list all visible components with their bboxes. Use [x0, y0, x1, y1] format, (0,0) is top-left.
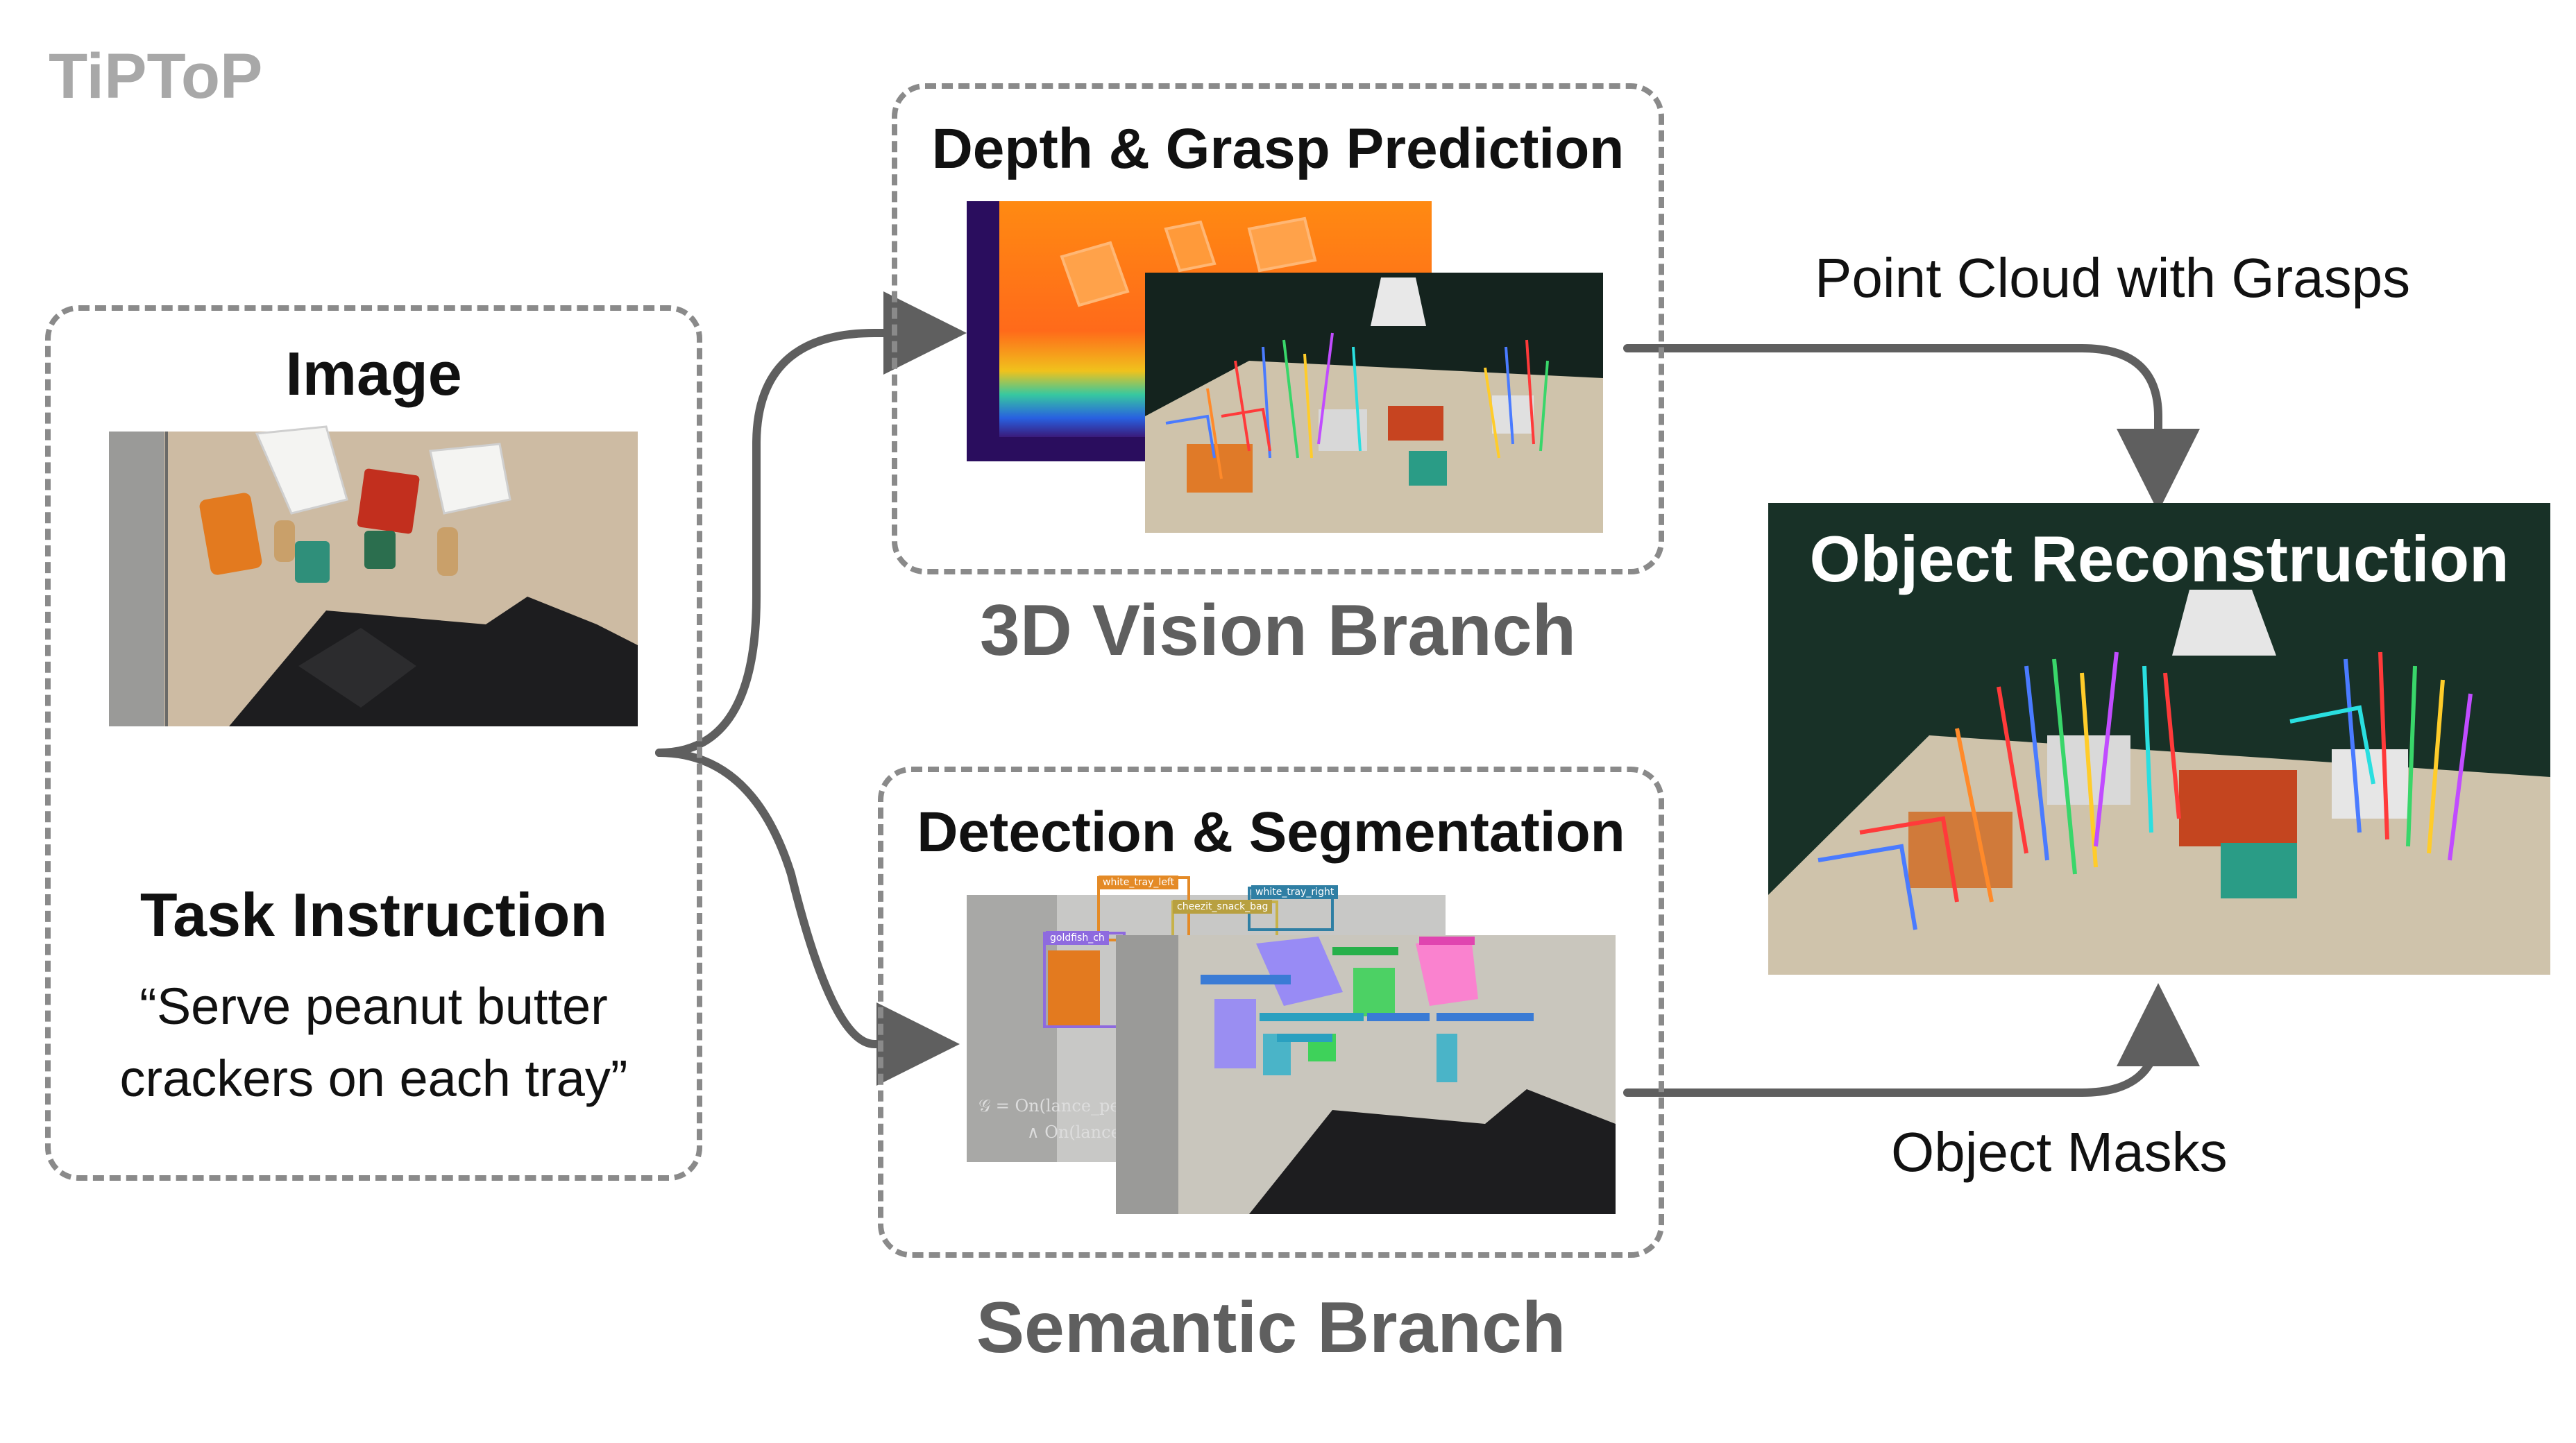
semantic-panel — [878, 767, 1664, 1258]
tag-cheezit-snack-bag: cheezit_snack_bag — [1173, 900, 1273, 914]
lower-arrow-label: Object Masks — [1891, 1121, 2228, 1183]
vision-branch-label: 3D Vision Branch — [979, 590, 1577, 671]
upper-arrow-label: Point Cloud with Grasps — [1815, 247, 2411, 309]
task-instruction-line1: “Serve peanut butter — [139, 977, 608, 1035]
task-title: Task Instruction — [139, 880, 608, 949]
input-panel — [45, 305, 702, 1181]
arrow-vision-to-output — [1623, 344, 2200, 512]
brand-logo: TiPToP — [49, 41, 263, 112]
vision-panel-title: Depth & Grasp Prediction — [931, 117, 1625, 180]
output-panel-title: Object Reconstruction — [1809, 522, 2509, 595]
vision-panel — [892, 83, 1664, 574]
arrow-semantic-to-output — [1623, 983, 2200, 1097]
tag-white-tray-right: white_tray_right — [1251, 885, 1339, 899]
goal-formula-line1: 𝒢 = On(lance_pe — [978, 1096, 1120, 1116]
image-title: Image — [285, 339, 462, 408]
tag-goldfish: goldfish_ch — [1046, 931, 1109, 945]
goal-formula-line2: ∧ On(lance_ — [1027, 1122, 1129, 1142]
arrow-to-semantic — [655, 749, 960, 1086]
task-instruction-line2: crackers on each tray” — [119, 1050, 628, 1107]
arrow-to-vision — [655, 291, 967, 757]
tag-white-tray-left: white_tray_left — [1099, 876, 1179, 889]
semantic-branch-label: Semantic Branch — [976, 1288, 1566, 1368]
semantic-panel-title: Detection & Segmentation — [917, 801, 1625, 864]
